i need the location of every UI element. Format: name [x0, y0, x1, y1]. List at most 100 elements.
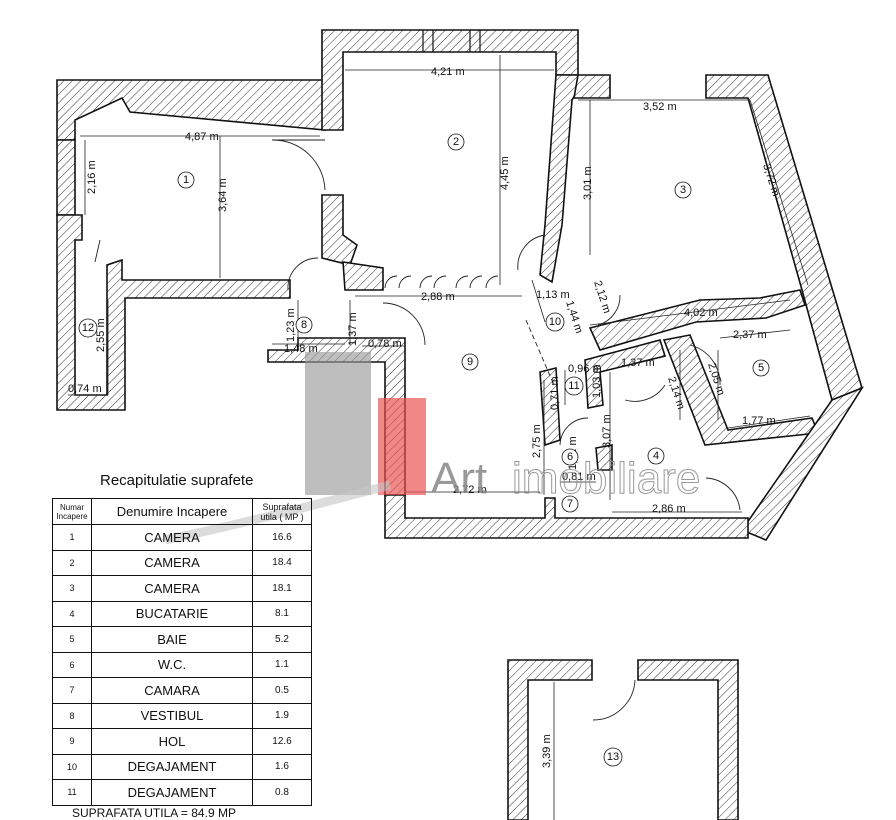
door-swing [517, 234, 546, 271]
dimension-label: 1,03 m [591, 364, 603, 398]
room-number: 11 [564, 376, 584, 396]
room-number: 4 [647, 447, 665, 465]
cell-area: 16.6 [252, 524, 312, 551]
cell-room-name: W.C. [91, 651, 253, 678]
room-number: 12 [78, 318, 98, 338]
dimension-label: 2,72 m [453, 484, 487, 496]
room-number: 2 [447, 133, 465, 151]
cell-area: 0.8 [252, 779, 312, 806]
cell-number: 1 [52, 524, 92, 551]
cell-area: 8.1 [252, 600, 312, 627]
room-number: 9 [461, 353, 479, 371]
room-number: 8 [295, 316, 313, 334]
cell-number: 8 [52, 702, 92, 729]
wall [584, 339, 667, 409]
header-number: Numar Incapere [52, 498, 92, 525]
dimension-label: 4,87 m [185, 131, 219, 143]
dimension-label: 2,37 m [733, 329, 767, 341]
wall [384, 494, 749, 539]
cell-area: 5.2 [252, 626, 312, 653]
dimension-label: 0,71 m [549, 376, 561, 410]
svg-text:8: 8 [301, 319, 307, 331]
cell-room-name: CAMARA [91, 677, 253, 704]
door-swing [94, 239, 101, 263]
door-swing [287, 257, 319, 291]
dimension-label: 0,74 m [68, 383, 102, 395]
cell-room-name: VESTIBUL [91, 702, 253, 729]
cell-area: 1.9 [252, 702, 312, 729]
room-number: 1 [177, 171, 195, 189]
dimension-label: 4,21 m [431, 66, 465, 78]
cell-area: 12.6 [252, 728, 312, 755]
cell-number: 5 [52, 626, 92, 653]
watermark-brand: Art [431, 454, 487, 503]
dimension-label: 1,37 m [347, 312, 359, 346]
cell-number: 6 [52, 651, 92, 678]
wall [573, 74, 611, 99]
cell-room-name: HOL [91, 728, 253, 755]
svg-text:1: 1 [183, 174, 189, 186]
cell-number: 3 [52, 575, 92, 602]
cell-area: 1.6 [252, 753, 312, 780]
wall [507, 659, 593, 820]
svg-text:9: 9 [467, 356, 473, 368]
dimension-label: 1,23 m [285, 308, 297, 342]
dimension-label: 1,37 m [621, 357, 655, 369]
cell-room-name: CAMERA [91, 524, 253, 551]
dimension-label: 2,88 m [421, 291, 455, 303]
cell-room-name: DEGAJAMENT [91, 753, 253, 780]
cell-room-name: CAMERA [91, 549, 253, 576]
summary-title: Recapitulatie suprafete [100, 472, 254, 489]
svg-text:3: 3 [680, 184, 686, 196]
room-number: 6 [561, 448, 579, 466]
door-swing [559, 417, 589, 446]
svg-text:11: 11 [568, 380, 579, 392]
door-swing [689, 344, 721, 386]
dimension-label: 0,78 m [368, 338, 402, 350]
dimension-label: 0,81 m [562, 471, 596, 483]
wall [705, 74, 863, 402]
dimension-label: 3,01 m [582, 166, 594, 200]
svg-text:6: 6 [567, 451, 573, 463]
wall [662, 334, 820, 446]
svg-text:2: 2 [453, 136, 459, 148]
svg-text:10: 10 [549, 316, 561, 328]
room-number: 7 [561, 495, 579, 513]
wall [539, 366, 561, 447]
room-number: 3 [674, 181, 692, 199]
cell-room-name: BUCATARIE [91, 600, 253, 627]
cell-room-name: DEGAJAMENT [91, 779, 253, 806]
cell-number: 4 [52, 600, 92, 627]
wall [321, 29, 579, 131]
dimension-label: 2,86 m [652, 503, 686, 515]
door-swing [624, 384, 666, 402]
dimension-lines [68, 55, 811, 820]
dimension-label: 3,64 m [217, 178, 229, 212]
svg-text:7: 7 [567, 498, 573, 510]
dimension-label: 1,13 m [536, 289, 570, 301]
dimension-label: 3,39 m [541, 734, 553, 768]
cell-area: 18.4 [252, 549, 312, 576]
wall [588, 289, 807, 351]
cell-number: 2 [52, 549, 92, 576]
area-summary-table: Numar Incapere Denumire Incapere Suprafa… [52, 498, 312, 806]
door-swing [705, 477, 741, 511]
room-number: 5 [752, 359, 770, 377]
dimension-label: 2,16 m [86, 160, 98, 194]
wall [637, 659, 739, 820]
dimension-label: 1,77 m [742, 415, 776, 427]
wall [342, 261, 384, 291]
dimension-label: 1,44 m [563, 299, 585, 335]
wall [56, 139, 76, 216]
cell-number: 11 [52, 779, 92, 806]
